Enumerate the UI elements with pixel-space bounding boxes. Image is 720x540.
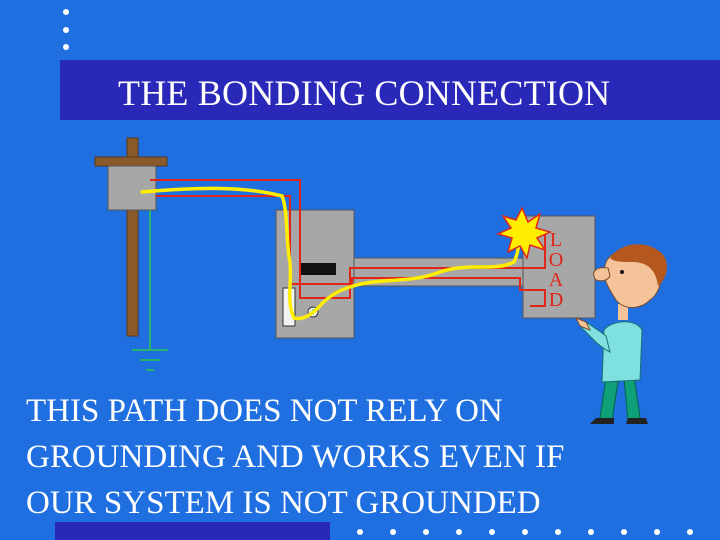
decor-dot (489, 529, 495, 535)
decor-dot (687, 529, 693, 535)
decor-dot (63, 9, 69, 15)
spark-icon (495, 206, 553, 261)
decor-dot (588, 529, 594, 535)
fault-path (140, 186, 524, 321)
transformer (107, 165, 157, 211)
body-line: GROUNDING AND WORKS EVEN IF (26, 439, 565, 475)
body-line: THIS PATH DOES NOT RELY ON (26, 393, 503, 429)
load-letter: D (549, 289, 563, 311)
load-letter: A (549, 269, 564, 291)
utility-pole (126, 137, 139, 337)
bottom-bar (55, 522, 330, 540)
decor-dot (63, 44, 69, 50)
decor-dot (654, 529, 660, 535)
hot-wire (522, 232, 546, 269)
load-letter: L (550, 229, 562, 251)
body-text: THIS PATH DOES NOT RELY ON GROUNDING AND… (26, 388, 564, 526)
decor-dot (390, 529, 396, 535)
load-letter: O (549, 249, 563, 271)
hot-wire (156, 195, 546, 307)
decor-dot (456, 529, 462, 535)
decor-dot (423, 529, 429, 535)
title-bar: THE BONDING CONNECTION (60, 60, 720, 120)
hot-wire (150, 179, 522, 299)
slide-title: THE BONDING CONNECTION (118, 73, 611, 113)
decor-dot (555, 529, 561, 535)
decor-dot (357, 529, 363, 535)
decor-dot (63, 27, 69, 33)
body-line: OUR SYSTEM IS NOT GROUNDED (26, 485, 541, 521)
breaker (300, 263, 336, 275)
decor-dot (522, 529, 528, 535)
person-pointing-icon (574, 244, 667, 424)
pole-crossarm (94, 156, 168, 167)
decor-dot (621, 529, 627, 535)
